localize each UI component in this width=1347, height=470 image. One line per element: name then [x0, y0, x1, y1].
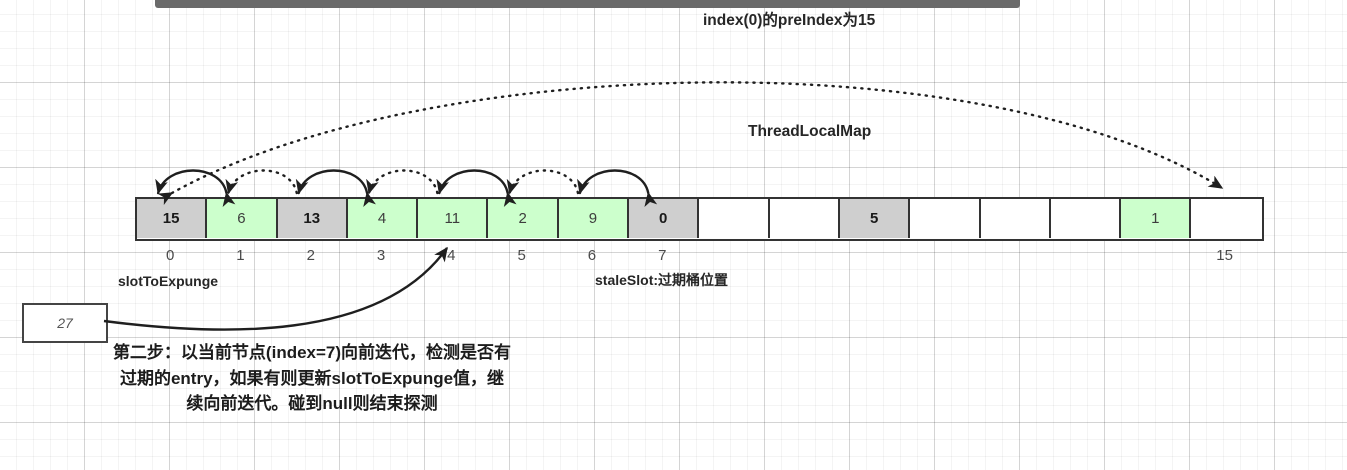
array-cell-10: 5: [839, 199, 911, 238]
stale-slot-label: staleSlot:过期桶位置: [595, 272, 729, 288]
array-cell-6: 9: [558, 199, 630, 238]
array-cell-14: 1: [1121, 199, 1192, 238]
slot-to-expunge-label: slotToExpunge: [118, 273, 219, 289]
preindex-label: index(0)的preIndex为15: [703, 12, 876, 29]
probe-arc-1-to-0: [155, 169, 236, 207]
probe-arcs: [155, 169, 658, 207]
index-label-1: 1: [236, 247, 245, 264]
top-gray-bar: [155, 0, 1020, 8]
array-cell-15: [1191, 199, 1262, 238]
array-cell-4: 11: [418, 199, 489, 238]
index-label-3: 3: [376, 247, 386, 264]
array-cell-11: [910, 199, 981, 238]
array-cell-12: [980, 199, 1051, 238]
value-box-27: 27: [22, 303, 108, 343]
index-label-2: 2: [306, 247, 315, 264]
array-cell-13: [1050, 199, 1122, 238]
probe-arc-7-to-6: [577, 169, 658, 207]
index-label-6: 6: [587, 247, 597, 264]
step-caption: 第二步：以当前节点(index=7)向前迭代，检测是否有过期的entry，如果有…: [112, 343, 512, 413]
array-cell-1: 6: [207, 199, 278, 238]
index-label-4: 4: [447, 247, 456, 264]
array-cell-7: 0: [629, 199, 700, 238]
probe-arc-5-to-4: [436, 169, 517, 207]
array-cell-3: 4: [347, 199, 419, 238]
array-cell-9: [769, 199, 840, 238]
threadlocalmap-label: ThreadLocalMap: [748, 123, 872, 140]
long-dotted-arc-0-to-15: [157, 81, 1224, 205]
probe-arc-3-to-2: [295, 169, 376, 207]
probe-arc-4-to-3: [366, 169, 439, 195]
probe-arc-6-to-5: [506, 169, 580, 195]
array-cell-0: 15: [137, 199, 208, 238]
index-label-5: 5: [517, 247, 526, 264]
array-cell-2: 13: [277, 199, 348, 238]
probe-arc-2-to-1: [225, 169, 298, 195]
index-label-0: 0: [165, 247, 175, 264]
array-cell-5: 2: [488, 199, 559, 238]
index-label-15: 15: [1216, 247, 1233, 264]
index-label-7: 7: [658, 247, 667, 264]
array-cell-8: [699, 199, 770, 238]
